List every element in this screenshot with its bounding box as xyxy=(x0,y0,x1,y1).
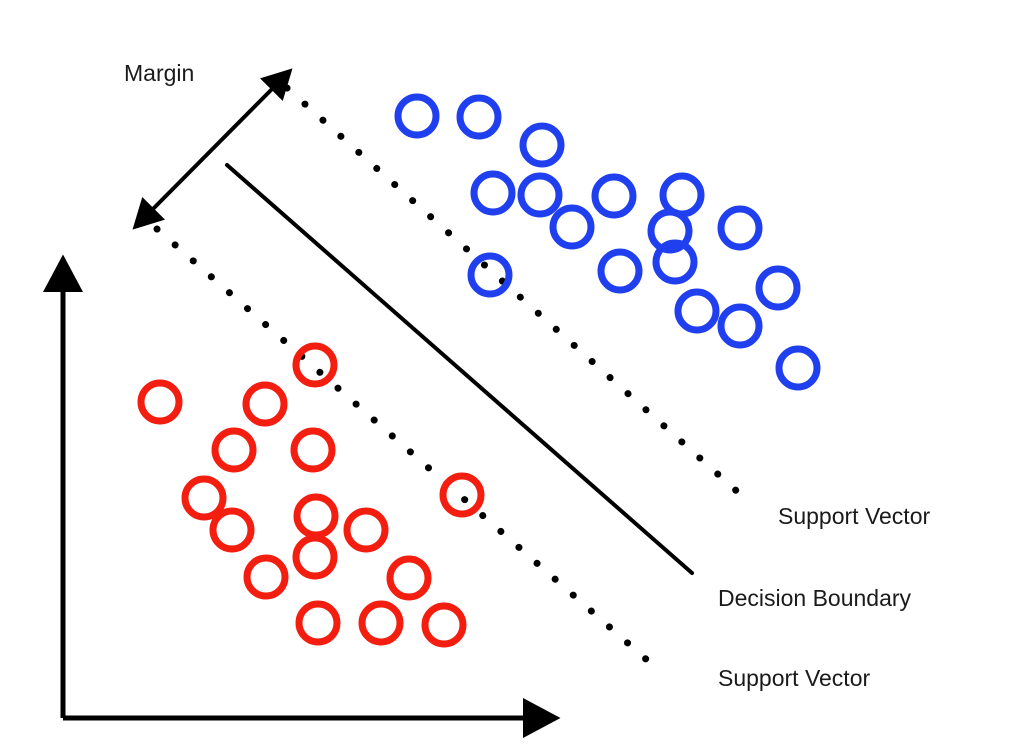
data-point xyxy=(292,534,338,580)
data-point xyxy=(394,93,440,139)
margin-arrow-group xyxy=(132,68,293,230)
data-point xyxy=(181,475,227,521)
margin-double-arrow xyxy=(132,68,293,230)
data-point xyxy=(421,602,467,648)
decision-boundary-label: Decision Boundary xyxy=(718,585,912,611)
data-point xyxy=(674,288,720,334)
data-point xyxy=(242,381,288,427)
data-point xyxy=(775,345,821,391)
data-point xyxy=(456,94,502,140)
support-vector-line-upper xyxy=(283,84,754,507)
support-vector-point xyxy=(467,252,513,298)
data-point xyxy=(652,239,698,285)
data-point xyxy=(517,172,563,218)
data-point xyxy=(243,554,289,600)
data-point xyxy=(293,493,339,539)
decision-boundary-line xyxy=(225,163,694,575)
data-point xyxy=(597,248,643,294)
axes-group xyxy=(43,254,561,738)
data-point xyxy=(386,555,432,601)
data-point xyxy=(290,427,336,473)
data-point xyxy=(343,507,389,553)
support-vector-top-label: Support Vector xyxy=(778,503,930,529)
class-a-points-group xyxy=(394,93,821,391)
data-point xyxy=(519,122,565,168)
data-point xyxy=(549,204,595,250)
class-b-points-group xyxy=(137,342,485,648)
data-point xyxy=(209,507,255,553)
data-point xyxy=(591,173,637,219)
support-vector-lines-group xyxy=(153,84,754,664)
data-point xyxy=(717,303,763,349)
support-vector-bottom-label: Support Vector xyxy=(718,665,870,691)
data-point xyxy=(137,379,183,425)
support-vector-point xyxy=(439,472,485,518)
data-point xyxy=(470,170,516,216)
data-point xyxy=(755,265,801,311)
data-point xyxy=(647,208,693,254)
support-vector-point xyxy=(292,342,338,388)
data-point xyxy=(659,172,705,218)
data-point xyxy=(717,205,763,251)
decision-boundary-line-group xyxy=(225,163,694,575)
data-point xyxy=(358,600,404,646)
data-point xyxy=(211,427,257,473)
data-point xyxy=(295,600,341,646)
margin-label: Margin xyxy=(124,60,194,86)
